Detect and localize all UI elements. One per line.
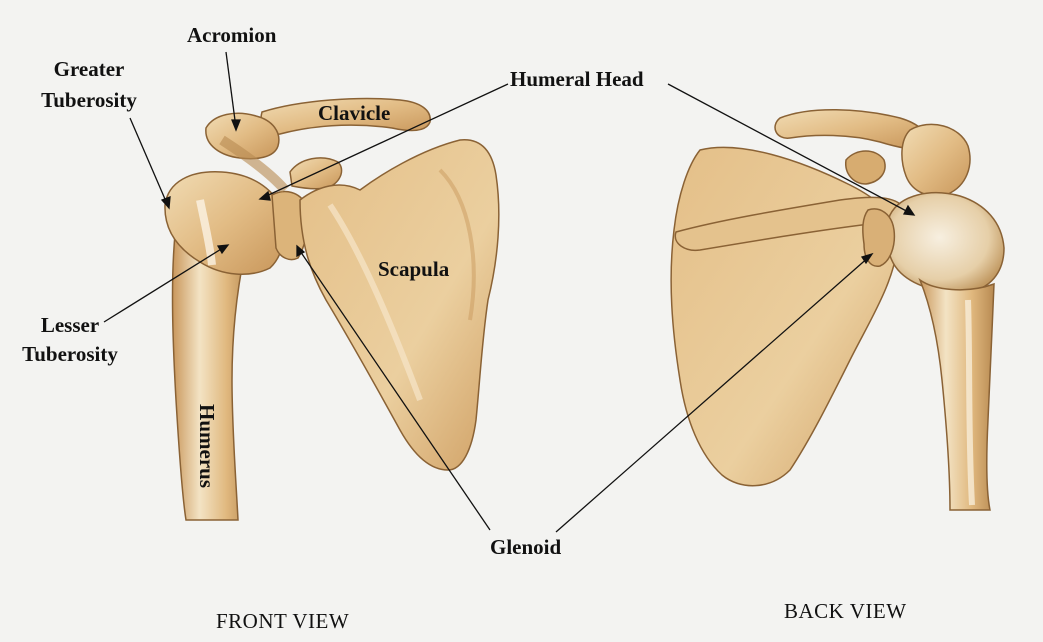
front-scapula [300,140,499,470]
label-greater-tuberosity: Greater Tuberosity [34,58,144,112]
label-glenoid: Glenoid [490,536,561,559]
label-humeral-head: Humeral Head [510,68,644,91]
label-greater-tuberosity-line1: Greater [34,58,144,81]
label-back-view: BACK VIEW [784,600,907,623]
label-clavicle: Clavicle [318,102,390,125]
back-coracoid [846,151,885,184]
label-acromion: Acromion [187,24,276,47]
label-lesser-tuberosity-line2: Tuberosity [14,343,126,366]
label-lesser-tuberosity: Lesser Tuberosity [14,314,126,366]
label-greater-tuberosity-line2: Tuberosity [34,89,144,112]
back-humerus-shaft [920,280,994,510]
label-lesser-tuberosity-line1: Lesser [14,314,126,337]
back-acromion [902,124,970,196]
back-humeral-head [887,193,1004,293]
label-front-view: FRONT VIEW [216,610,349,633]
label-scapula: Scapula [378,258,449,281]
leader-greater-tuberosity [130,118,168,206]
label-humerus: Humerus [195,404,218,488]
back-view-bones [671,110,1004,510]
